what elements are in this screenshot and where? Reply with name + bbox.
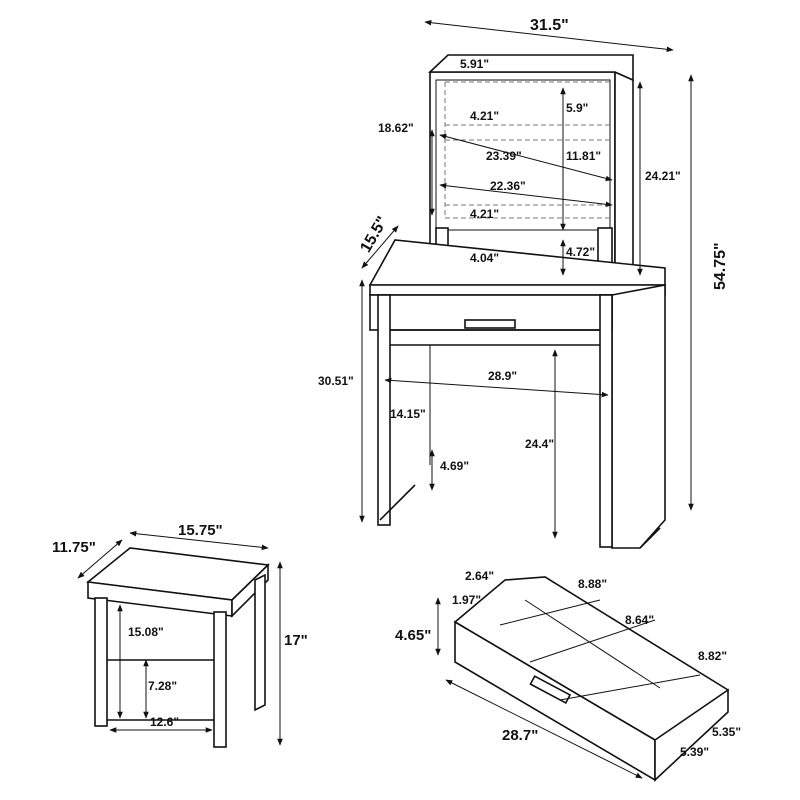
mirror-leg-depth-label: 4.04" [470, 251, 499, 265]
stool-width-label: 15.75" [178, 522, 223, 539]
drawer-compartment-b-label: 8.88" [578, 577, 607, 591]
table-height-label: 30.51" [318, 374, 354, 388]
mirror-frame-top-label: 5.91" [460, 57, 489, 71]
stool-height-label: 17" [284, 632, 308, 649]
dimension-lines [77, 19, 694, 779]
knee-width-label: 28.9" [488, 369, 517, 383]
knee-height-label: 24.4" [525, 437, 554, 451]
stool [86, 547, 270, 748]
base-gap-label: 4.72" [566, 245, 595, 259]
shelf-width-label: 23.39" [486, 149, 522, 163]
shelf-depth-top-label: 4.21" [470, 109, 499, 123]
shelf-depth-bottom-label: 4.21" [470, 207, 499, 221]
drawer-compartment-c-label: 1.97" [452, 593, 481, 607]
mirror-height-label: 24.21" [645, 169, 681, 183]
stool-inner-width-label: 12.6" [150, 715, 179, 729]
table-depth-label: 15.5" [357, 214, 391, 256]
vanity-table [368, 239, 666, 549]
overall-height-label: 54.75" [712, 242, 729, 290]
mirror-side-depth-label: 18.62" [378, 121, 414, 135]
stool-inner-height-label: 7.28" [148, 679, 177, 693]
drawer-compartment-f-label: 5.35" [712, 725, 741, 739]
drawer-handle [464, 319, 516, 329]
drawer-compartment-a-label: 2.64" [465, 569, 494, 583]
foot-height-label: 4.69" [440, 459, 469, 473]
table-leg-depth-label: 14.15" [390, 407, 426, 421]
vanity-mirror-hutch [427, 54, 634, 279]
drawer-height-label: 4.65" [395, 627, 431, 644]
shelf-gap-top-label: 5.9" [566, 101, 588, 115]
drawer-width-label: 28.7" [502, 727, 538, 744]
stool-depth-label: 11.75" [52, 539, 96, 556]
drawer-compartment-e-label: 8.82" [698, 649, 727, 663]
stool-apron-label: 15.08" [128, 625, 164, 639]
mirror-width-label: 31.5" [530, 17, 569, 34]
shelf-gap-mid-label: 11.81" [566, 149, 601, 163]
drawer-compartment-g-label: 5.39" [680, 745, 709, 759]
inner-width-label: 22.36" [490, 179, 526, 193]
dimension-labels: 31.5" 5.91" 18.62" 5.9" 4.21" 23.39" 11.… [52, 17, 741, 759]
drawer-compartment-d-label: 8.64" [625, 613, 654, 627]
